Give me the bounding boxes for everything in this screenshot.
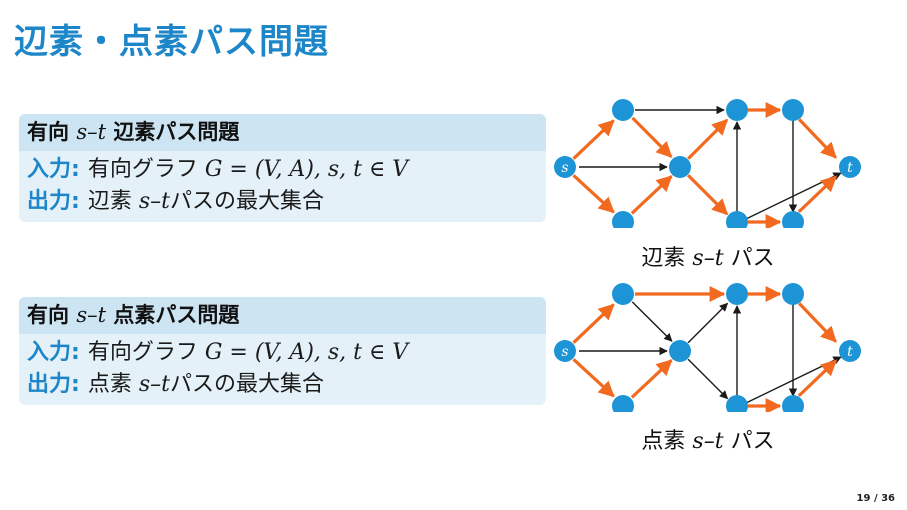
graph-node-s xyxy=(554,156,576,178)
path-edge xyxy=(572,119,615,160)
path-edge xyxy=(572,174,615,214)
graph-node xyxy=(782,211,804,228)
vertex-disjoint-problem-title: 有向 s–t 点素パス問題 xyxy=(19,297,546,334)
path-edge xyxy=(797,175,837,214)
graph-node xyxy=(782,395,804,412)
input-line: 入力:有向グラフ G = (V, A), s, t ∈ V xyxy=(27,157,409,182)
graph-node xyxy=(612,99,634,121)
output-line: 出力:点素 s–tパスの最大集合 xyxy=(27,372,324,397)
path-edge xyxy=(687,118,729,160)
graph-node-s xyxy=(554,340,576,362)
edge-disjoint-problem-title: 有向 s–t 辺素パス問題 xyxy=(19,114,546,151)
path-edge xyxy=(572,303,615,344)
edge-arrow xyxy=(631,301,673,342)
node-label-t: t xyxy=(847,344,853,360)
edge-disjoint-caption: 辺素 s–t パス xyxy=(641,246,775,271)
path-edge xyxy=(630,359,673,399)
node-label-s: s xyxy=(561,160,568,176)
vertex-disjoint-problem-box: 有向 s–t 点素パス問題 入力:有向グラフ G = (V, A), s, t … xyxy=(19,297,546,405)
graph-node xyxy=(612,211,634,228)
graph-node xyxy=(726,395,748,412)
edge-disjoint-graph: s t xyxy=(554,99,861,228)
edge-arrow xyxy=(687,302,729,344)
graph-node xyxy=(612,283,634,305)
graph-node-t xyxy=(839,156,861,178)
path-edge xyxy=(798,118,837,159)
graph-node xyxy=(669,156,691,178)
path-edge xyxy=(630,175,673,215)
graph-node xyxy=(726,211,748,228)
input-line: 入力:有向グラフ G = (V, A), s, t ∈ V xyxy=(27,340,409,365)
slide-title: 辺素・点素パス問題 xyxy=(14,22,329,62)
output-line: 出力:辺素 s–tパスの最大集合 xyxy=(27,189,324,214)
graph-node xyxy=(726,99,748,121)
graph-node xyxy=(669,340,691,362)
graph-node xyxy=(782,99,804,121)
page-number: 19 / 36 xyxy=(856,493,895,504)
node-label-t: t xyxy=(847,160,853,176)
graph-node-t xyxy=(839,340,861,362)
graph-node xyxy=(612,395,634,412)
edge-arrow xyxy=(687,358,729,400)
node-label-s: s xyxy=(561,344,568,360)
path-edge xyxy=(798,302,837,343)
path-edge xyxy=(686,174,729,216)
path-edge xyxy=(797,359,837,398)
graph-node xyxy=(782,283,804,305)
graph-node xyxy=(726,283,748,305)
edge-disjoint-problem-box: 有向 s–t 辺素パス問題 入力:有向グラフ G = (V, A), s, t … xyxy=(19,114,546,222)
path-edge xyxy=(631,116,673,158)
vertex-disjoint-graph: s t xyxy=(554,283,861,412)
path-edge xyxy=(572,358,615,398)
vertex-disjoint-caption: 点素 s–t パス xyxy=(641,429,775,454)
